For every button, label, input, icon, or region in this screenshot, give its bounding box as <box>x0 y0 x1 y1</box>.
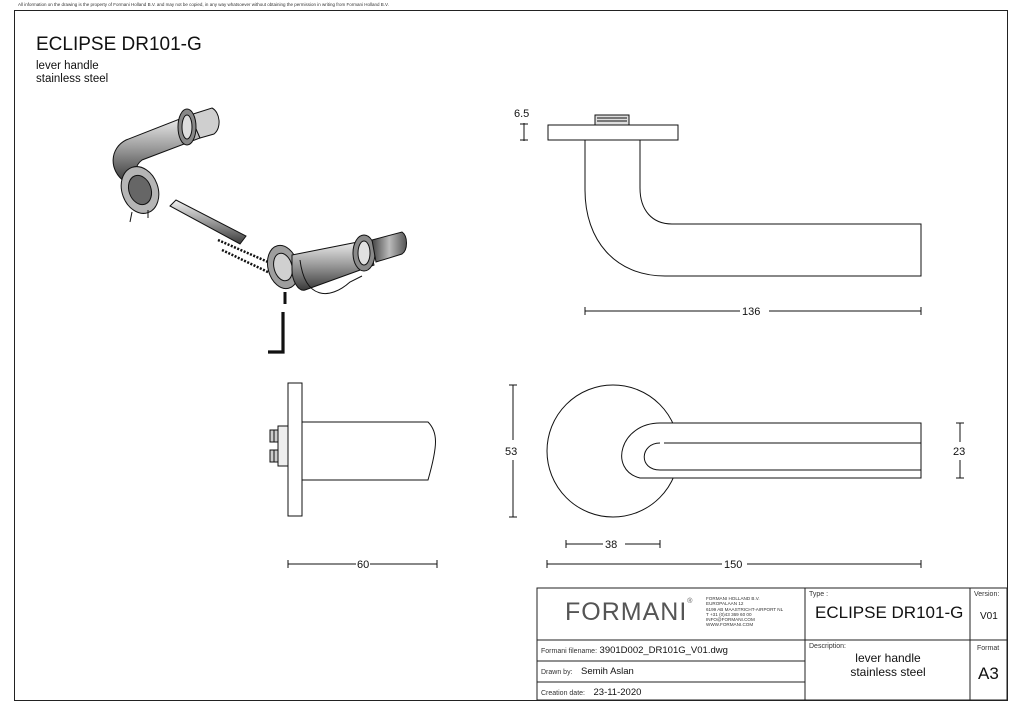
description-value: lever handle stainless steel <box>806 651 970 679</box>
dim-rose-thickness: 6.5 <box>514 108 529 120</box>
address-line: FORMANI HOLLAND B.V. <box>706 596 760 601</box>
drawing-title: ECLIPSE DR101-G <box>36 34 202 55</box>
subtitle-line-2: stainless steel <box>36 73 109 85</box>
creation-date-label: Creation date: <box>541 690 585 697</box>
disclaimer-text: All information on the drawing is the pr… <box>18 2 389 7</box>
description-line-2: stainless steel <box>850 665 926 679</box>
formani-logo: FORMANI® <box>565 598 693 627</box>
address-line: T +31 (0)43 369 60 00 <box>706 611 752 617</box>
address-line: INFO@FORMANI.COM <box>706 617 755 623</box>
dim-rose-offset: 38 <box>605 539 617 551</box>
format-value: A3 <box>978 664 999 683</box>
filename-row: Formani filename: 3901D002_DR101G_V01.dw… <box>541 645 728 656</box>
dim-rose-diameter: 53 <box>505 446 517 458</box>
drawn-by-label: Drawn by: <box>541 669 573 676</box>
creation-date-row: Creation date: 23-11-2020 <box>541 687 641 698</box>
creation-date-value: 23-11-2020 <box>593 687 642 698</box>
format-label: Format <box>977 645 1000 652</box>
company-address: FORMANI HOLLAND B.V. EUROPALAAN 12 6199 … <box>706 596 783 628</box>
description-label: Description: <box>809 643 846 650</box>
isometric-exploded-view <box>112 107 407 354</box>
side-view <box>269 382 438 568</box>
type-value: ECLIPSE DR101-G <box>815 603 964 622</box>
allen-key <box>268 312 285 354</box>
address-line: EUROPALAAN 12 <box>706 601 744 607</box>
dim-lever-length: 136 <box>742 306 760 318</box>
formani-logo-mark: ® <box>687 598 694 605</box>
type-label: Type : <box>809 591 829 598</box>
drawn-by-value: Semih Aslan <box>581 666 634 677</box>
title-block-grid <box>536 587 1008 701</box>
address-line: WWW.FORMANI.COM <box>706 622 754 628</box>
subtitle-line-1: lever handle <box>36 60 99 72</box>
description-line-1: lever handle <box>855 651 921 665</box>
address-line: 6199 AB MAASTRICHT-AIRPORT NL <box>706 606 784 612</box>
version-value: V01 <box>980 611 998 622</box>
drawn-by-row: Drawn by: Semih Aslan <box>541 666 634 677</box>
version-label: Version: <box>974 591 1000 598</box>
dim-lever-height: 23 <box>953 446 965 458</box>
filename-value: 3901D002_DR101G_V01.dwg <box>599 645 728 656</box>
front-view <box>509 384 964 568</box>
dim-side-projection: 60 <box>357 559 369 571</box>
spindle <box>169 199 247 245</box>
drawing-frame <box>14 10 1008 701</box>
dim-overall-length: 150 <box>724 559 742 571</box>
drawing-subtitle: lever handle stainless steel <box>36 60 108 86</box>
filename-label: Formani filename: <box>541 648 598 655</box>
formani-logo-text: FORMANI <box>565 598 688 626</box>
top-view <box>520 114 922 315</box>
